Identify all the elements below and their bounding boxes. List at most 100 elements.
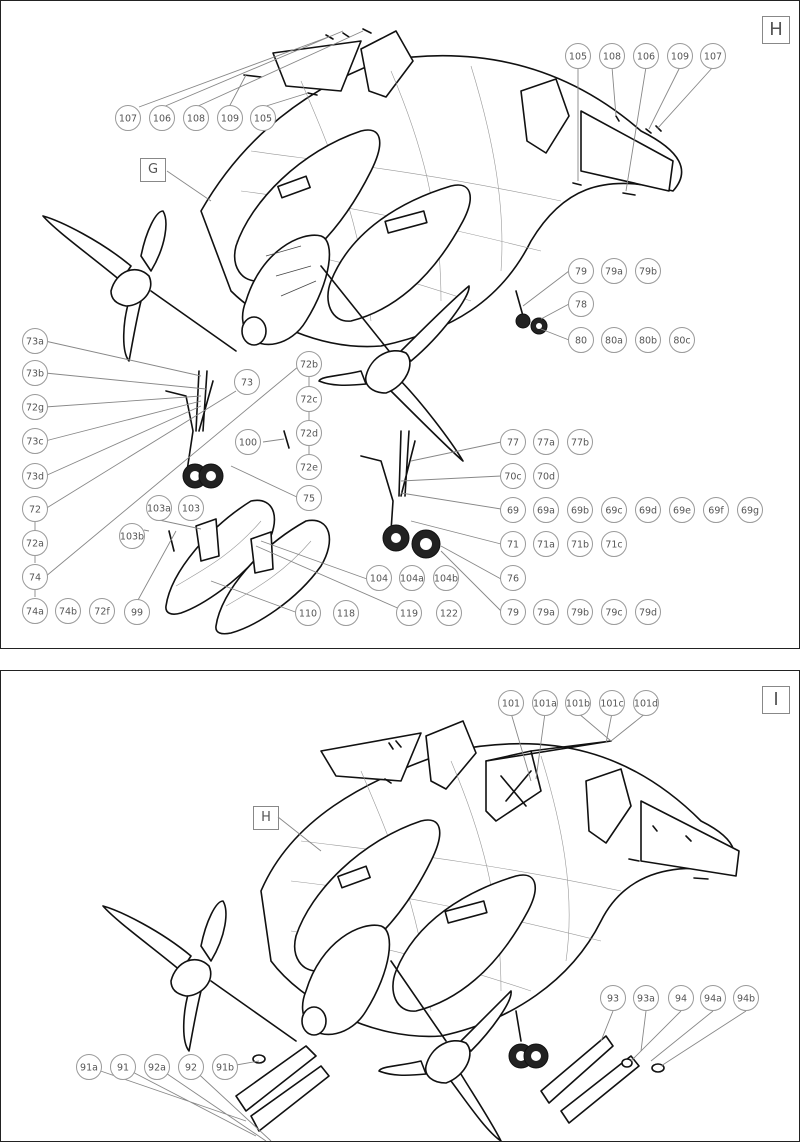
h-callout-label: 74b [59, 607, 77, 618]
h-callout-label: 69f [708, 506, 724, 517]
h-callout-77a: 77a [533, 429, 559, 455]
h-callout-label: 72c [300, 395, 317, 406]
h-callout-79b: 79b [635, 258, 661, 284]
h-callout-label: 72d [300, 429, 318, 440]
landing-gear-left-h [165, 370, 224, 489]
leader-lines-h [34, 30, 714, 614]
h-callout-label: 73 [241, 378, 253, 389]
panel-letter-h: H [762, 16, 790, 44]
h-callout-71c: 71c [601, 531, 627, 557]
i-callout-label: 93a [637, 994, 655, 1005]
h-callout-label: 70d [537, 472, 555, 483]
h-callout-72c: 72c [296, 386, 322, 412]
h-callout-105: 105 [565, 43, 591, 69]
i-callout-94b: 94b [733, 985, 759, 1011]
panel-i: I H [0, 670, 800, 1142]
h-callout-label: 103b [120, 532, 144, 543]
h-callout-72b: 72b [296, 351, 322, 377]
h-callout-label: 73c [26, 437, 43, 448]
i-callout-label: 101 [502, 699, 520, 710]
h-callout-label: 106 [637, 52, 655, 63]
h-callout-label: 104b [434, 574, 458, 585]
i-callout-91a: 91a [76, 1054, 102, 1080]
h-callout-label: 71b [571, 540, 589, 551]
h-callout-label: 72e [300, 463, 318, 474]
h-callout-label: 69g [741, 506, 759, 517]
i-callout-101a: 101a [532, 690, 558, 716]
h-callout-73d: 73d [22, 463, 48, 489]
h-callout-103: 103 [178, 495, 204, 521]
i-callout-label: 101c [600, 699, 623, 710]
h-callout-110: 110 [295, 600, 321, 626]
h-callout-label: 109 [671, 52, 689, 63]
h-callout-label: 71c [605, 540, 622, 551]
h-callout-label: 71 [507, 540, 519, 551]
i-callout-label: 91 [117, 1063, 129, 1074]
panel-letter-i: I [762, 686, 790, 714]
small-parts-i [384, 740, 709, 880]
h-callout-79: 79 [568, 258, 594, 284]
h-callout-label: 100 [239, 438, 257, 449]
i-callout-label: 92a [148, 1063, 166, 1074]
h-callout-80: 80 [568, 327, 594, 353]
h-callout-label: 79b [571, 608, 589, 619]
h-callout-69d: 69d [635, 497, 661, 523]
gear-doors-i [235, 1035, 665, 1132]
engine-nacelles-i [294, 819, 536, 1036]
h-callout-79: 79 [500, 599, 526, 625]
h-callout-label: 73a [26, 337, 44, 348]
h-callout-label: 71a [537, 540, 555, 551]
propellers-i [102, 900, 512, 1141]
i-callout-93a: 93a [633, 985, 659, 1011]
h-callout-80c: 80c [669, 327, 695, 353]
i-callout-label: 92 [185, 1063, 197, 1074]
h-callout-109: 109 [667, 43, 693, 69]
h-callout-69g: 69g [737, 497, 763, 523]
h-callout-label: 104 [370, 574, 388, 585]
leader-lines-i [88, 712, 747, 1141]
h-callout-79c: 79c [601, 599, 627, 625]
h-callout-104b: 104b [433, 565, 459, 591]
h-callout-99: 99 [124, 599, 150, 625]
h-callout-label: 72a [26, 539, 44, 550]
h-callout-103a: 103a [146, 495, 172, 521]
h-callout-69e: 69e [669, 497, 695, 523]
h-callout-label: 77 [507, 438, 519, 449]
h-callout-label: 77a [537, 438, 555, 449]
h-callout-label: 106 [153, 114, 171, 125]
h-callout-107: 107 [115, 105, 141, 131]
h-callout-label: 79a [605, 267, 623, 278]
h-callout-label: 80b [639, 336, 657, 347]
h-callout-label: 109 [221, 114, 239, 125]
h-callout-label: 108 [187, 114, 205, 125]
h-callout-106: 106 [633, 43, 659, 69]
h-callout-72f: 72f [89, 598, 115, 624]
h-callout-71b: 71b [567, 531, 593, 557]
h-callout-73a: 73a [22, 328, 48, 354]
h-callout-label: 69 [507, 506, 519, 517]
i-callout-101c: 101c [599, 690, 625, 716]
h-callout-104: 104 [366, 565, 392, 591]
h-callout-label: 105 [254, 114, 272, 125]
i-callout-92: 92 [178, 1054, 204, 1080]
h-callout-label: 79a [537, 608, 555, 619]
h-callout-72a: 72a [22, 530, 48, 556]
h-callout-label: 79 [575, 267, 587, 278]
h-callout-69c: 69c [601, 497, 627, 523]
h-callout-108: 108 [183, 105, 209, 131]
h-callout-71a: 71a [533, 531, 559, 557]
i-callout-label: 94b [737, 994, 755, 1005]
h-callout-label: 77b [571, 438, 589, 449]
h-callout-label: 105 [569, 52, 587, 63]
panel-h: H G [0, 0, 800, 649]
reference-box-h: H [253, 806, 279, 830]
h-callout-100: 100 [235, 429, 261, 455]
h-callout-69a: 69a [533, 497, 559, 523]
h-callout-label: 74a [26, 607, 44, 618]
h-callout-label: 72b [300, 360, 318, 371]
h-callout-77: 77 [500, 429, 526, 455]
h-callout-80a: 80a [601, 327, 627, 353]
h-callout-label: 103a [147, 504, 171, 515]
